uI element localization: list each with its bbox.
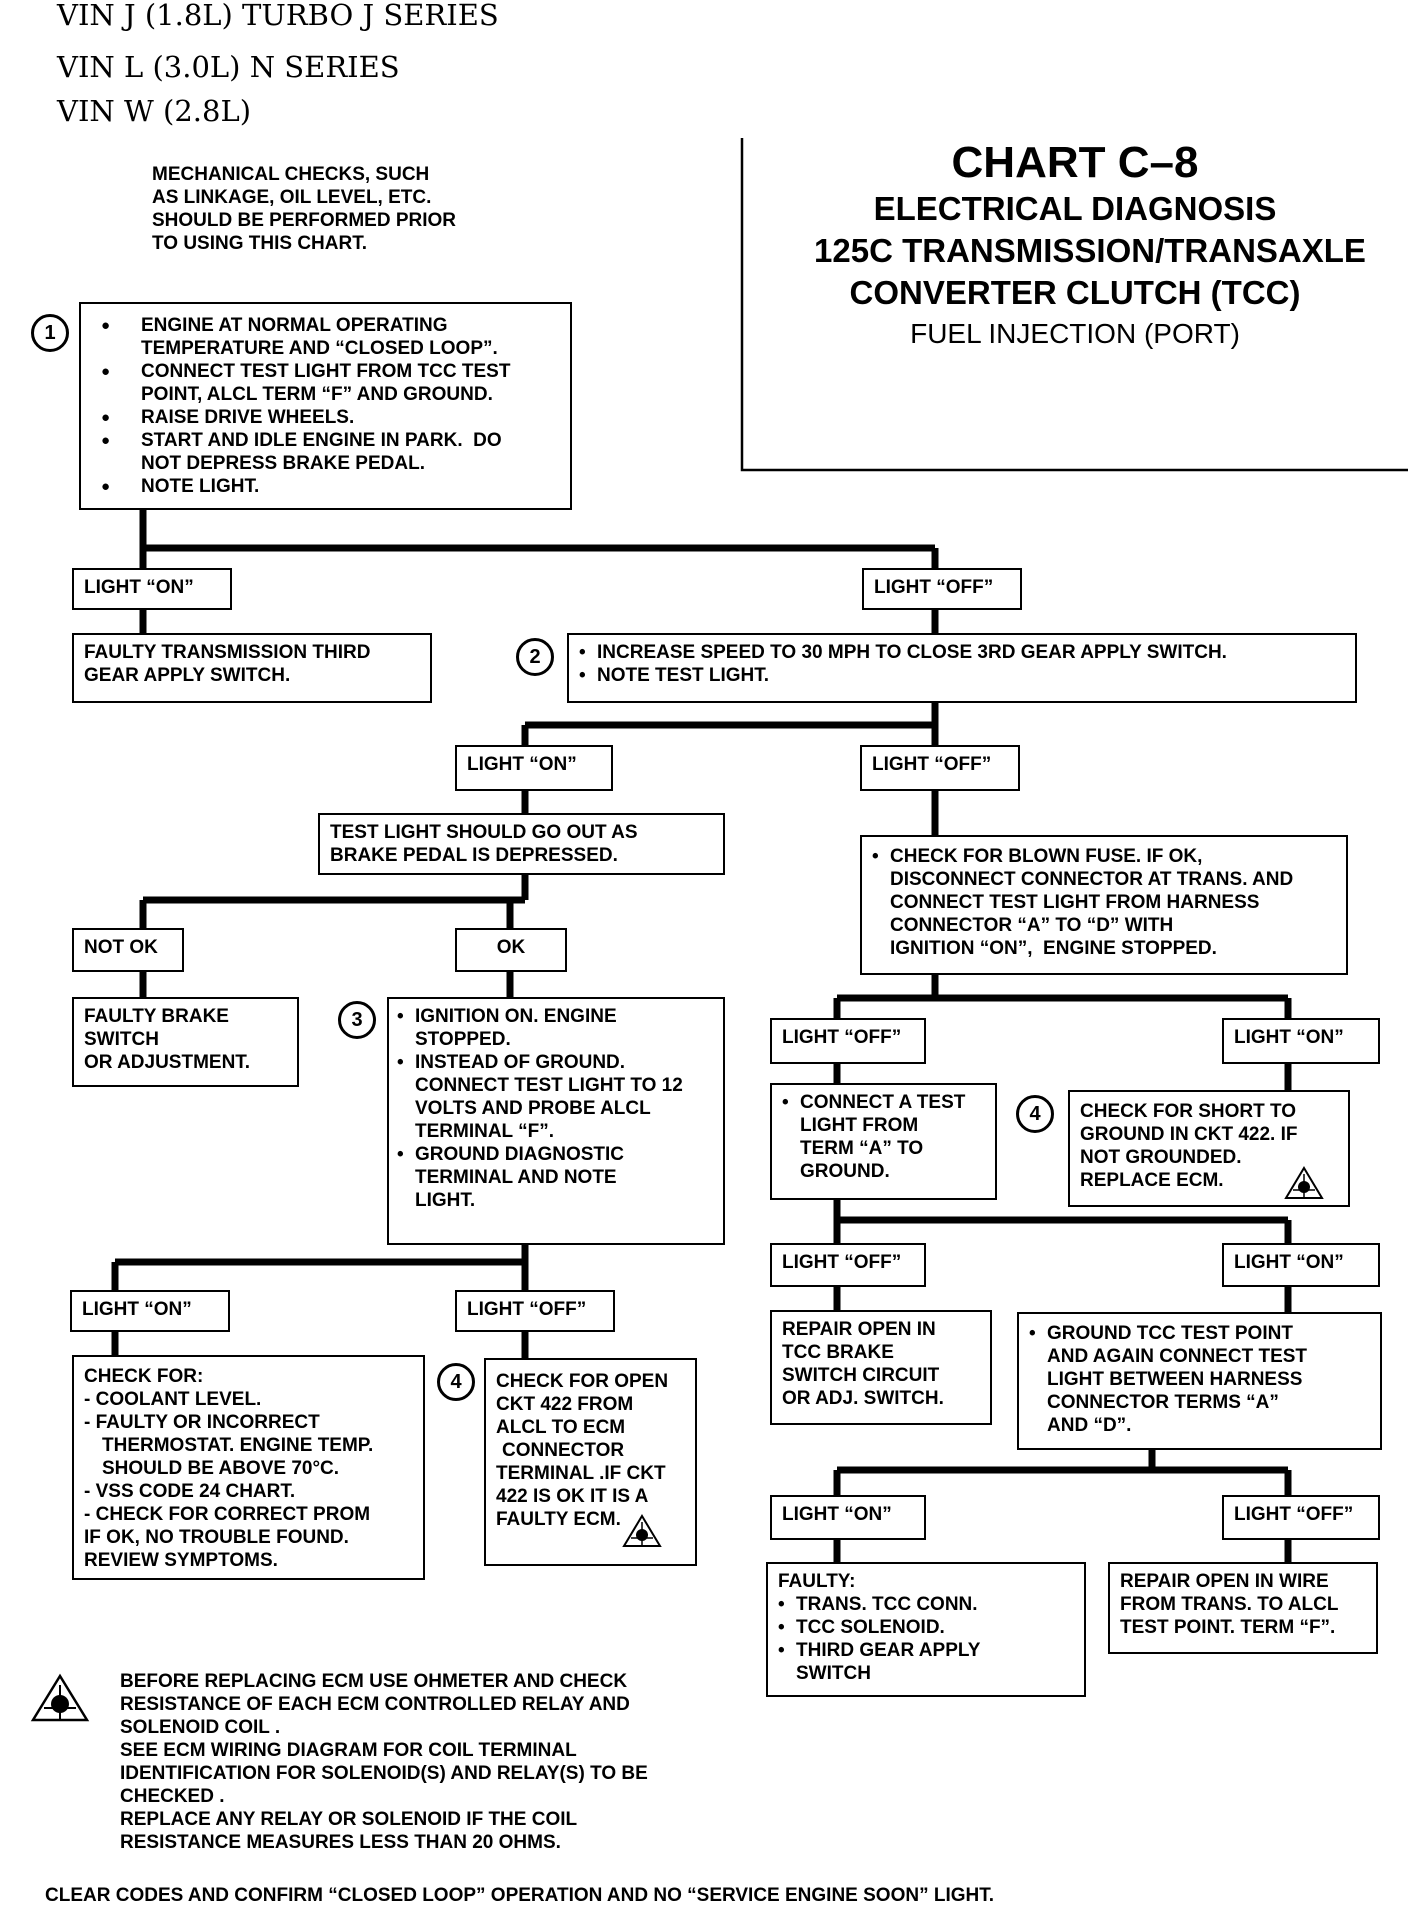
light-on-label-3: LIGHT “ON”	[1222, 1018, 1380, 1064]
check-for-box: CHECK FOR:- COOLANT LEVEL.- FAULTY OR IN…	[72, 1355, 425, 1580]
light-on-label-5: LIGHT “ON”	[1222, 1243, 1380, 1287]
ok-label: OK	[455, 928, 567, 972]
light-off-label-3: LIGHT “OFF”	[770, 1018, 926, 1064]
light-off-label: LIGHT “OFF”	[862, 568, 1022, 610]
ecm-replacement-note: BEFORE REPLACING ECM USE OHMETER AND CHE…	[120, 1671, 648, 1853]
blown-fuse-box: CHECK FOR BLOWN FUSE. IF OK,DISCONNECT C…	[860, 835, 1348, 975]
step-4-marker-b: 4	[437, 1363, 475, 1401]
title-line-4: FUEL INJECTION (PORT)	[910, 318, 1240, 349]
light-on-label-6: LIGHT “ON”	[770, 1495, 926, 1540]
vin-line-3: VIN W (2.8L)	[57, 94, 252, 128]
warning-icon	[1284, 1166, 1324, 1199]
step-4-marker-a: 4	[1016, 1095, 1054, 1133]
chart-title: CHART C–8	[951, 138, 1199, 187]
title-line-2: 125C TRANSMISSION/TRANSAXLE	[814, 232, 1366, 269]
step-2-marker: 2	[516, 638, 554, 676]
ecm-warning-triangle-icon	[30, 1673, 90, 1722]
title-line-3: CONVERTER CLUTCH (TCC)	[849, 274, 1301, 311]
vin-line-2: VIN L (3.0L) N SERIES	[57, 50, 400, 84]
light-off-label-4: LIGHT “OFF”	[455, 1290, 615, 1332]
step-1-marker: 1	[31, 314, 69, 352]
light-on-label-4: LIGHT “ON”	[70, 1290, 230, 1332]
light-off-label-6: LIGHT “OFF”	[1222, 1495, 1380, 1540]
vin-line-1: VIN J (1.8L) TURBO J SERIES	[57, 0, 499, 32]
light-off-label-2: LIGHT “OFF”	[860, 745, 1020, 791]
title-line-1: ELECTRICAL DIAGNOSIS	[873, 190, 1277, 227]
step-2-box: INCREASE SPEED TO 30 MPH TO CLOSE 3RD GE…	[567, 633, 1357, 703]
step-1-box: ENGINE AT NORMAL OPERATING TEMPERATURE A…	[79, 302, 572, 510]
light-on-label-2: LIGHT “ON”	[455, 745, 613, 791]
step-3-marker: 3	[338, 1001, 376, 1039]
warning-icon	[622, 1514, 662, 1547]
faulty-components-box: FAULTY:TRANS. TCC CONN.TCC SOLENOID.THIR…	[766, 1562, 1086, 1697]
not-ok-label: NOT OK	[72, 928, 184, 972]
light-on-label: LIGHT “ON”	[72, 568, 232, 610]
clear-codes-instruction: CLEAR CODES AND CONFIRM “CLOSED LOOP” OP…	[45, 1885, 995, 1906]
light-off-label-5: LIGHT “OFF”	[770, 1243, 926, 1287]
